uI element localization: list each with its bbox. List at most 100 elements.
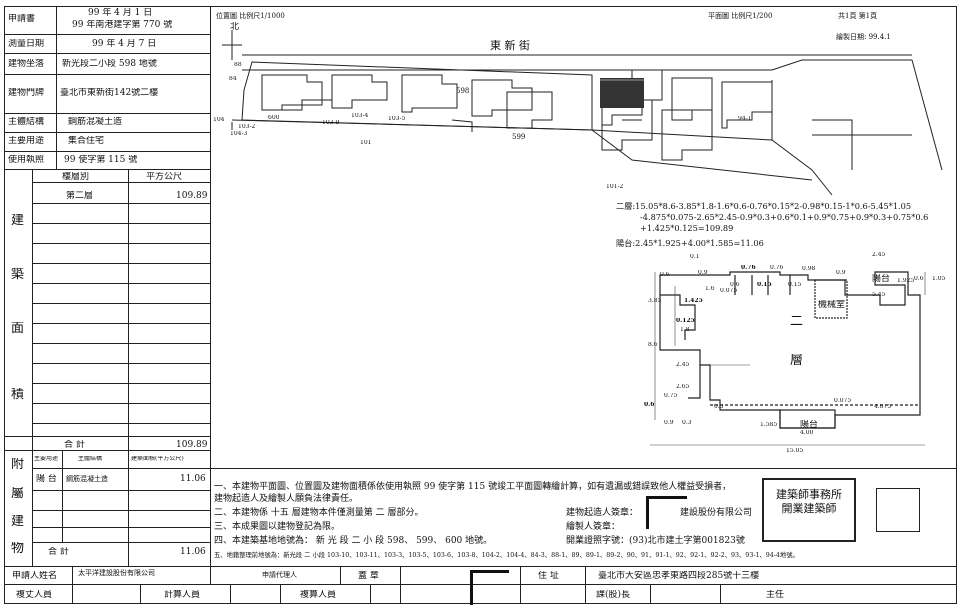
main-usage: 集合住宅 (68, 136, 105, 146)
lot-599: 599 (512, 133, 526, 141)
dim-label: 2.65 (676, 384, 690, 390)
address-value: 臺北市大安區忠孝東路四段285號十三樓 (598, 571, 760, 581)
location-map-title: 位置圖 比例尺1/1000 (216, 12, 285, 20)
total-label: 合 計 (64, 440, 85, 450)
drafter-signature-label: 繪製人簽章： (566, 522, 621, 532)
dim-label: 0.1 (690, 254, 700, 260)
lot-104-3: 104-3 (230, 131, 248, 137)
section-char-3: 面 (11, 322, 25, 336)
dim-label: 0.9 (836, 270, 846, 276)
application-number: 99 年南港建字第 770 號 (72, 20, 173, 30)
dim-label: 1.6 (705, 286, 715, 292)
dim-label: 8.6 (648, 342, 658, 348)
lot-88: 88 (234, 62, 242, 68)
builder-company: 建設股份有限公司 (680, 508, 753, 518)
architect-stamp: 建築師事務所 開業建築師 (762, 478, 856, 542)
total-area: 109.89 (176, 440, 208, 450)
dim-label: 0.075 (720, 288, 738, 294)
dim-label: 0.125 (676, 318, 695, 324)
label-survey-date: 測量日期 (8, 39, 45, 49)
building-address: 臺北市東新街142號二樓 (60, 88, 159, 98)
dim-label: 2.45 (676, 362, 690, 368)
dim-label: 0.3 (682, 420, 692, 426)
formula-balcony: 陽台:2.45*1.925+4.00*1.585=11.06 (616, 238, 764, 248)
label-application: 申請書 (8, 14, 36, 24)
note-4: 四、本建築基地地號為： 新 光 段 二 小 段 598、 599、 600 地號… (214, 536, 493, 546)
dim-label: 0.98 (802, 266, 816, 272)
header-unit: 平方公尺 (146, 172, 183, 182)
dim-label: 0.075 (834, 398, 852, 404)
north-label: 北 (230, 22, 240, 32)
main-structure: 鋼筋混凝土造 (68, 117, 123, 127)
seal-box (876, 488, 920, 532)
seal-mark (646, 496, 687, 529)
balcony-bottom-label: 陽台 (800, 420, 819, 430)
annex-total-value: 11.06 (180, 547, 206, 557)
dim-label: 1.585 (760, 422, 778, 428)
machine-room-label: 機械室 (818, 300, 846, 310)
lot-600: 600 (268, 115, 280, 121)
calculator-label: 計算人員 (164, 590, 201, 600)
dim-label: 1.425 (684, 298, 703, 304)
note-1-cont: 建物起造人及繪製人願負法律責任。 (214, 494, 359, 504)
dim-label: 5.45 (872, 292, 886, 298)
note-3: 三、本成果圖以建物登記為限。 (214, 522, 341, 532)
floor-area: 109.89 (176, 191, 208, 201)
dim-label: 0.76 (770, 265, 784, 271)
lot-101: 101 (360, 140, 372, 146)
building-location: 新光段二小段 598 地號 (62, 59, 157, 69)
target-building-highlight (600, 78, 644, 108)
page-indicator: 共1頁 第1頁 (838, 12, 878, 20)
checker-label: 複算人員 (300, 590, 337, 600)
location-map (222, 30, 943, 196)
annex-header-structure: 主體結構 (78, 456, 103, 462)
lot-598: 598 (456, 87, 470, 95)
address-label: 住 址 (538, 571, 559, 581)
annex-total-label: 合 計 (48, 547, 69, 557)
director-label: 主任 (766, 590, 785, 600)
lot-84: 84 (229, 76, 237, 82)
label-location: 建物坐落 (8, 59, 45, 69)
builder-signature-label: 建物起造人簽章： (566, 508, 639, 518)
dim-label: 0.76 (741, 265, 756, 271)
dim-label: 1.925 (897, 278, 915, 284)
dim-label: 0.15 (757, 282, 772, 288)
dim-label: 1.8 (680, 327, 690, 333)
street-name: 東 新 街 (490, 40, 530, 52)
formula-floor-line2: -4.875*0.075-2.65*2.45-0.9*0.3+0.6*0.1+0… (640, 212, 929, 222)
dim-label: 0.15 (788, 282, 802, 288)
dim-label: 0.75 (664, 393, 678, 399)
note-2: 二、本建物係 十五 層建物本件僅測量第 二 層部分。 (214, 508, 424, 518)
applicant-label: 申請人姓名 (12, 571, 58, 581)
annex-structure: 鋼筋混凝土造 (66, 475, 108, 483)
annex-char-4: 物 (11, 542, 25, 556)
floor-char-plan: 層 (790, 354, 804, 368)
annex-char-1: 附 (11, 458, 25, 472)
agent-label: 申請代理人 (262, 571, 297, 579)
stamp-text-1: 建築師事務所 (776, 488, 842, 501)
annex-char-2: 屬 (11, 487, 25, 501)
annex-char-3: 建 (11, 515, 25, 529)
annex-area: 11.06 (180, 474, 206, 484)
reviewer-label: 複丈人員 (16, 590, 53, 600)
dim-label: 15.05 (786, 448, 804, 454)
use-license: 99 使字第 115 號 (64, 155, 138, 165)
dim-label: 0.3 (714, 404, 724, 410)
section-char-4: 積 (11, 388, 25, 402)
annex-header-use: 主要用途 (34, 456, 59, 462)
dim-label: 0.6 (730, 282, 740, 288)
section-chief-label: 課(股)長 (596, 590, 631, 600)
label-usage: 主要用途 (8, 136, 45, 146)
license-number: 開業證照字號：(93)北市建土字第001823號 (566, 536, 745, 546)
floor-plan (650, 271, 926, 446)
application-date: 99 年 4 月 1 日 (88, 8, 153, 18)
dim-label: 2.45 (872, 252, 886, 258)
drawing-date: 繪製日期: 99.4.1 (836, 33, 891, 41)
dim-label: 4.00 (800, 430, 814, 436)
dim-label: 0.9 (698, 270, 708, 276)
lot-103-9: 103-9 (322, 120, 340, 126)
lot-101-2: 101-2 (606, 184, 624, 190)
annex-use: 陽 台 (36, 474, 57, 484)
lot-103-5: 103-5 (388, 116, 406, 122)
floor-name: 第二層 (66, 191, 94, 201)
